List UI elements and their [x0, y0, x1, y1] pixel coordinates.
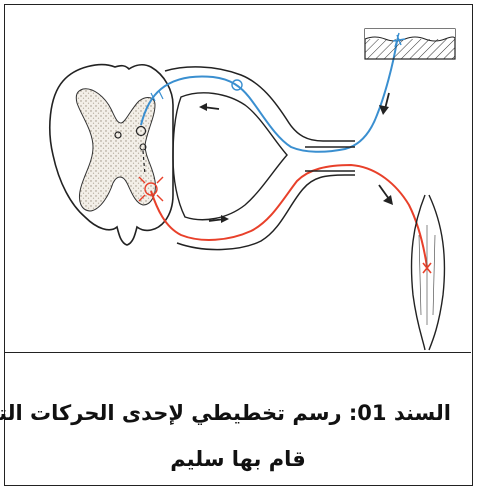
nerve-lower-outline [177, 175, 355, 250]
caption-panel: السند 01: رسم تخطيطي لإحدى الحركات التي … [5, 353, 471, 484]
nerve-upper-outline [165, 67, 355, 141]
motor-neuron [151, 165, 427, 267]
muscle [412, 195, 445, 350]
nerve-inner-loop [173, 93, 287, 220]
diagram-panel [5, 5, 471, 353]
muscle-nerve-arrow [379, 185, 393, 205]
caption-line-2: قام بها سليم [5, 447, 471, 471]
figure-frame: السند 01: رسم تخطيطي لإحدى الحركات التي … [4, 4, 473, 486]
caption-line-1: السند 01: رسم تخطيطي لإحدى الحركات التي [15, 401, 451, 425]
sensory-direction-arrow [199, 103, 219, 111]
reflex-arc-diagram [5, 5, 471, 351]
skin-receptor [365, 29, 455, 59]
